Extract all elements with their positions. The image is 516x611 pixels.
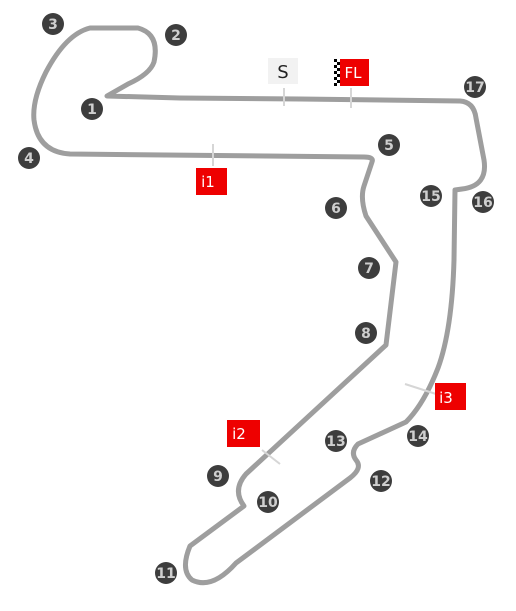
turn-badge-11-label: 11: [156, 566, 175, 582]
turn-badge-5-label: 5: [384, 138, 394, 154]
turn-badge-6-dot: [325, 197, 347, 219]
turn-badge-16-label: 16: [473, 195, 492, 211]
intermediate-1-label: i1: [201, 173, 215, 191]
finish-marker: FL: [334, 59, 369, 86]
start-label: S: [277, 62, 288, 83]
turn-badge-7: 7: [358, 257, 380, 279]
intermediate-2-line: [261, 449, 281, 465]
turn-badge-17-label: 17: [465, 80, 484, 96]
turn-badge-15: 15: [420, 185, 442, 207]
turn-badge-10: 10: [257, 491, 279, 513]
turn-badge-9-dot: [207, 465, 229, 487]
turn-badge-7-label: 7: [364, 261, 374, 277]
turn-badge-13-label: 13: [326, 434, 345, 450]
turn-badge-13: 13: [325, 430, 347, 452]
checkered-flag-icon: [334, 59, 340, 86]
turn-badge-16-dot: [472, 191, 494, 213]
turn-badge-4: 4: [18, 147, 40, 169]
turn-badge-10-dot: [257, 491, 279, 513]
turn-badge-8: 8: [355, 322, 377, 344]
turn-badge-9: 9: [207, 465, 229, 487]
turn-badge-17: 17: [464, 76, 486, 98]
turn-badge-10-label: 10: [258, 495, 278, 511]
intermediate-3-label: i3: [439, 389, 453, 407]
turn-badge-4-label: 4: [24, 151, 34, 167]
start-box: [268, 58, 298, 84]
turn-badge-11-dot: [155, 562, 177, 584]
turn-badge-3-label: 3: [48, 17, 58, 33]
turn-badge-2: 2: [165, 24, 187, 46]
intermediate-2-marker: i2: [227, 420, 260, 447]
intermediate-1-marker: i1: [196, 168, 227, 195]
track-outline: [31, 25, 488, 586]
turn-badge-1-dot: [81, 98, 103, 120]
turn-badge-2-dot: [165, 24, 187, 46]
turn-badge-9-label: 9: [213, 469, 223, 485]
turn-badge-5-dot: [378, 134, 400, 156]
turn-badge-16: 16: [472, 191, 494, 213]
turn-badge-6-label: 6: [331, 201, 341, 217]
turn-badge-11: 11: [155, 562, 177, 584]
intermediate-1-box: [196, 168, 227, 195]
turn-badge-15-dot: [420, 185, 442, 207]
turn-badge-15-label: 15: [421, 189, 440, 205]
turn-badge-14-label: 14: [408, 429, 428, 445]
turn-badge-5: 5: [378, 134, 400, 156]
turn-badge-14-dot: [407, 425, 429, 447]
turn-badge-8-dot: [355, 322, 377, 344]
turn-badge-7-dot: [358, 257, 380, 279]
turn-badge-4-dot: [18, 147, 40, 169]
turn-badge-13-dot: [325, 430, 347, 452]
intermediate-2-label: i2: [232, 425, 246, 443]
intermediate-3-box: [435, 383, 466, 410]
turn-badge-12-dot: [370, 470, 392, 492]
turn-badge-14: 14: [407, 425, 429, 447]
intermediate-3-marker: i3: [435, 383, 466, 410]
turn-badge-3: 3: [42, 13, 64, 35]
finish-label: FL: [345, 64, 363, 82]
turn-badge-12: 12: [370, 470, 392, 492]
intermediate-3-line: [404, 383, 437, 395]
turn-badge-2-label: 2: [171, 28, 181, 44]
turn-badge-1-label: 1: [87, 102, 97, 118]
intermediate-2-box: [227, 420, 260, 447]
turn-badge-6: 6: [325, 197, 347, 219]
turn-badge-12-label: 12: [371, 474, 390, 490]
turn-badge-1: 1: [81, 98, 103, 120]
turn-badge-17-dot: [464, 76, 486, 98]
start-marker: S: [268, 58, 298, 84]
turn-badge-3-dot: [42, 13, 64, 35]
turn-badge-8-label: 8: [361, 326, 371, 342]
